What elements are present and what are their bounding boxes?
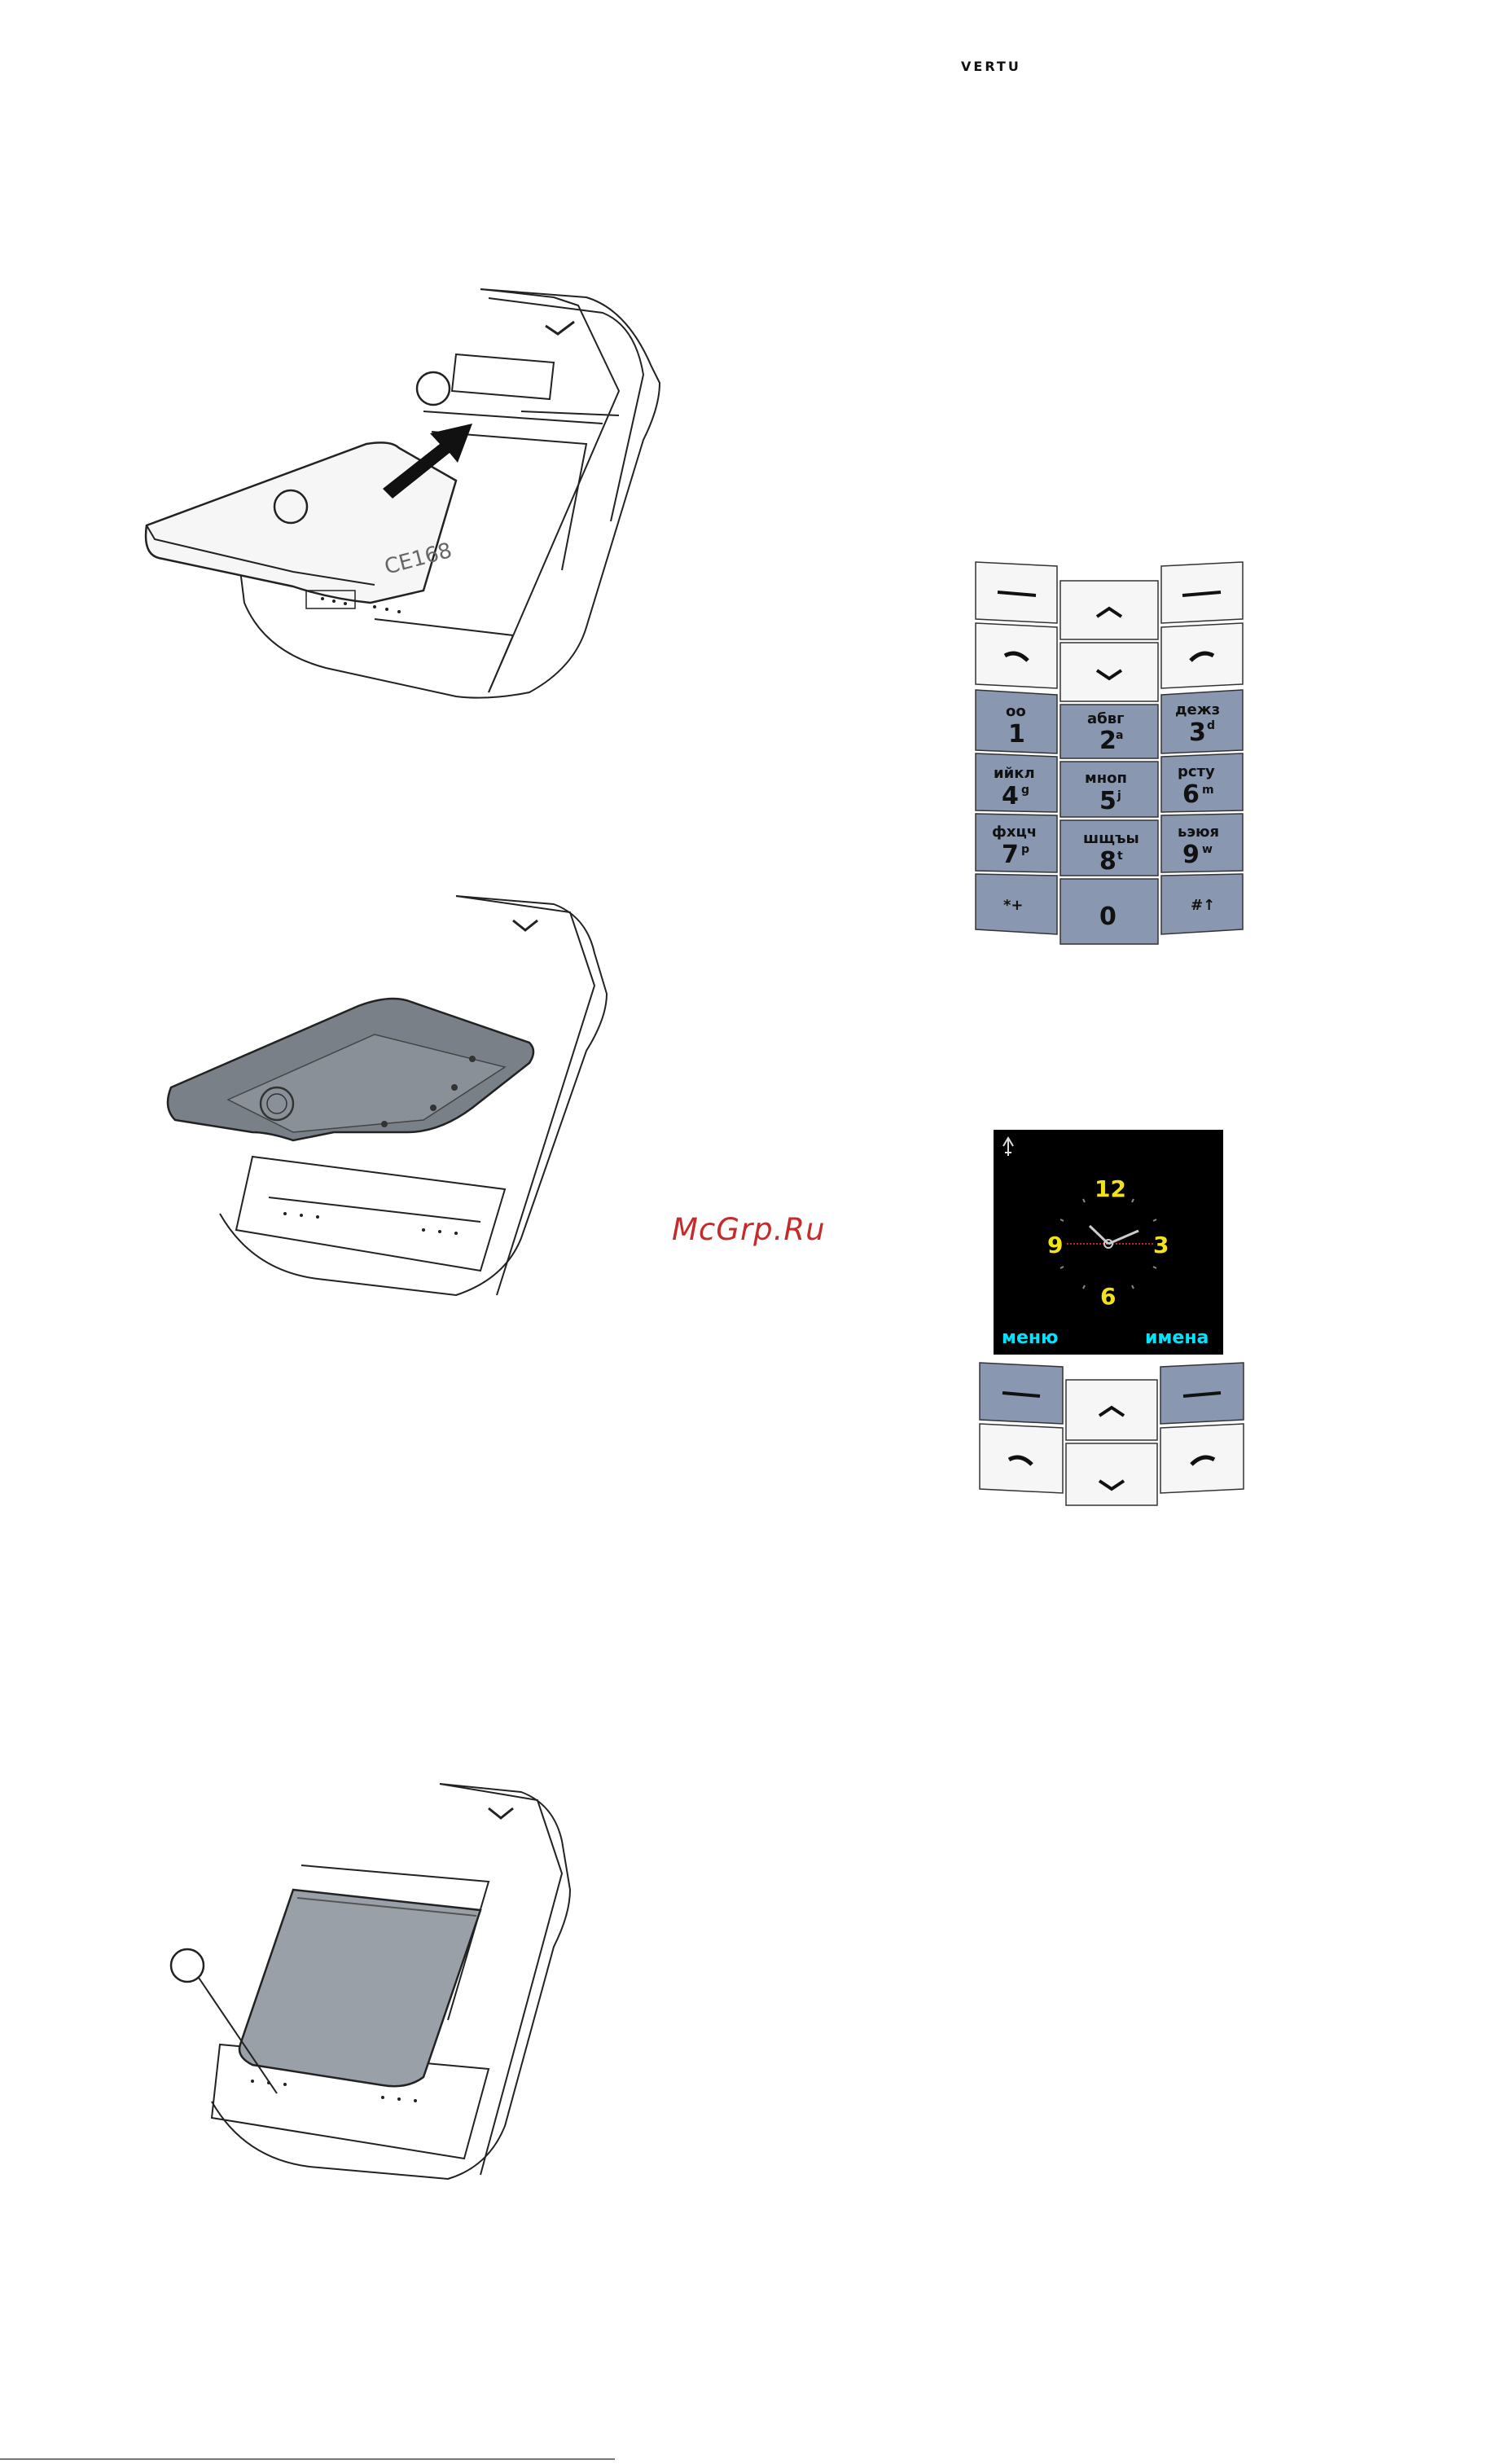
key-hash: #↑ bbox=[1191, 897, 1215, 914]
key-1-extra: oo bbox=[1006, 703, 1026, 720]
back-cover-illustration bbox=[130, 888, 668, 1311]
clock-9: 9 bbox=[1047, 1232, 1063, 1258]
key-3-main: 3 bbox=[1189, 718, 1206, 747]
softkey-left-label: меню bbox=[1002, 1328, 1059, 1348]
key-5-main: 5 bbox=[1099, 787, 1117, 815]
key-9-sub: w bbox=[1202, 843, 1213, 856]
key-2-sub: a bbox=[1116, 729, 1123, 742]
key-9-main: 9 bbox=[1182, 841, 1200, 869]
clock-3: 3 bbox=[1153, 1232, 1169, 1258]
signal-icon bbox=[1003, 1138, 1013, 1156]
key-4-extra: ийкл bbox=[994, 765, 1035, 782]
clock-face: 12 3 6 9 меню имена bbox=[994, 1130, 1223, 1355]
key-1-main: 1 bbox=[1008, 720, 1025, 749]
key-5-sub: j bbox=[1117, 789, 1121, 802]
battery-insert-illustration: CE168 bbox=[130, 277, 668, 733]
nav-keys bbox=[976, 562, 1243, 701]
phone-screen: 12 3 6 9 меню имена bbox=[994, 1130, 1223, 1355]
clock-12: 12 bbox=[1095, 1175, 1126, 1202]
battery-shape bbox=[239, 1890, 480, 2086]
key-2-extra: абвг bbox=[1087, 710, 1125, 727]
key-8-main: 8 bbox=[1099, 847, 1117, 876]
key-6-sub: m bbox=[1202, 784, 1214, 797]
callout-1-icon bbox=[417, 372, 450, 405]
key-4-sub: g bbox=[1021, 784, 1029, 797]
page-footer-rule bbox=[0, 2458, 615, 2460]
clock-6: 6 bbox=[1100, 1283, 1116, 1310]
key-star: *+ bbox=[1003, 897, 1024, 914]
key-0-main: 0 bbox=[1099, 903, 1117, 931]
key-7-main: 7 bbox=[1002, 841, 1019, 869]
key-8-extra: шщъы bbox=[1083, 830, 1139, 847]
keypad-illustration: .kw { fill:#f6f6f6; stroke:#333; stroke-… bbox=[969, 558, 1250, 957]
key-3-extra: дежз bbox=[1175, 701, 1220, 718]
key-3-sub: d bbox=[1207, 719, 1215, 732]
key-7-extra: фхцч bbox=[992, 824, 1037, 841]
key-6-extra: рсту bbox=[1178, 763, 1215, 780]
key-5-extra: мноп bbox=[1085, 770, 1127, 787]
callout-3-icon bbox=[171, 1949, 204, 1982]
softkey-right-label: имена bbox=[1145, 1328, 1209, 1348]
key-7-sub: p bbox=[1021, 843, 1029, 856]
key-6-main: 6 bbox=[1182, 780, 1200, 809]
key-2-main: 2 bbox=[1099, 727, 1117, 755]
battery-installed-illustration bbox=[138, 1776, 594, 2199]
key-8-sub: t bbox=[1117, 850, 1123, 863]
brand-logo: VERTU bbox=[961, 59, 1021, 74]
watermark-text: McGrp.Ru bbox=[672, 1212, 826, 1247]
key-4-main: 4 bbox=[1002, 782, 1019, 810]
nav-keypad-illustration bbox=[973, 1359, 1250, 1513]
key-9-extra: ьэюя bbox=[1178, 824, 1219, 841]
